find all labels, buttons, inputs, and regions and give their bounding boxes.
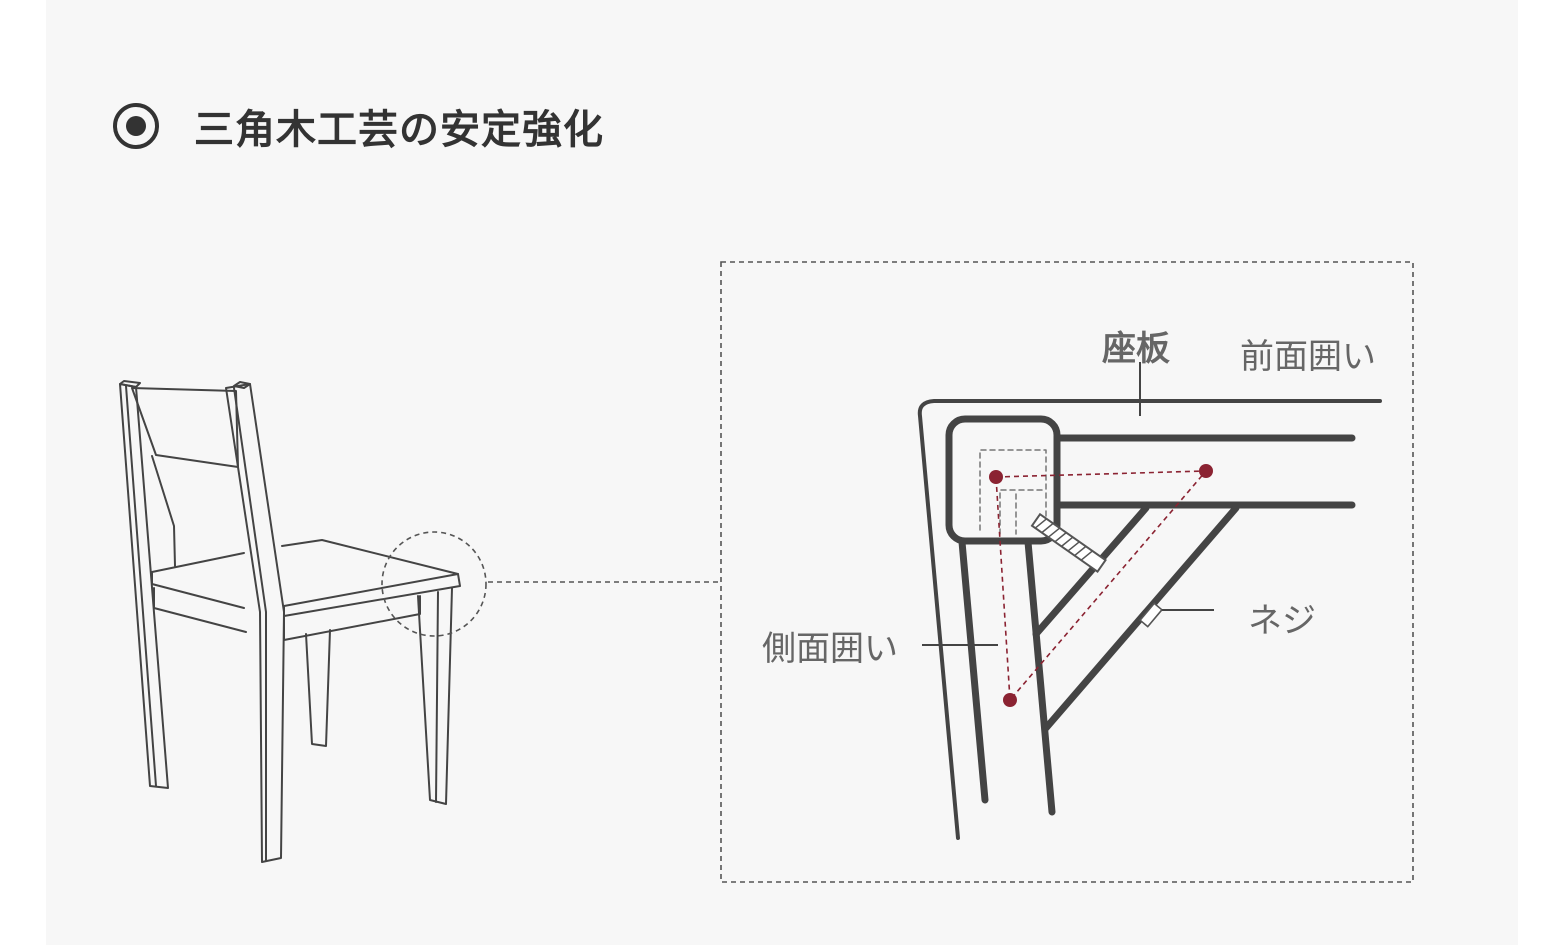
front-rail-label: 前面囲い	[1240, 337, 1376, 377]
seat-left-edge	[151, 571, 245, 609]
triangle-point-3	[1003, 693, 1017, 707]
backrest-side	[151, 455, 176, 567]
stability-triangle	[989, 464, 1213, 707]
front-left-leg	[305, 629, 331, 747]
seat-top	[281, 539, 459, 607]
page-title: 三角木工芸の安定強化	[194, 107, 604, 153]
radio-selected-icon	[113, 103, 159, 149]
back-right-post-edge	[233, 387, 267, 861]
back-left-post-edge	[125, 385, 157, 787]
zoom-circle	[381, 531, 487, 637]
leg-hidden-edge	[979, 449, 1047, 531]
side-rail-label: 側面囲い	[762, 629, 898, 669]
back-left-post	[119, 383, 169, 789]
triangle-point-1	[989, 470, 1003, 484]
detail-box	[720, 261, 1414, 883]
backrest-panel	[131, 387, 239, 468]
section-header: 三角木工芸の安定強化	[112, 96, 604, 156]
chair-illustration	[119, 380, 461, 863]
front-apron	[283, 595, 421, 641]
triangle-point-2	[1199, 464, 1213, 478]
front-right-leg	[417, 587, 453, 805]
leg-hidden-inner	[999, 489, 1047, 535]
content-panel	[46, 0, 1518, 945]
back-right-post	[225, 383, 285, 863]
leg-block	[945, 415, 1061, 545]
seat-board-label: 座板	[1102, 329, 1170, 369]
brace-inner	[1032, 504, 1150, 638]
seat-board-outline	[917, 399, 1382, 840]
screw-label: ネジ	[1248, 601, 1316, 641]
seat-back-edge-left	[151, 552, 245, 573]
screw-icon	[1030, 512, 1107, 574]
side-rail-outer	[958, 538, 989, 804]
screw-marker-icon	[1138, 602, 1164, 628]
front-right-leg-edge	[435, 591, 439, 803]
side-rail-inner	[1024, 538, 1056, 816]
side-apron	[153, 587, 247, 633]
seat-front-edge	[283, 573, 461, 617]
